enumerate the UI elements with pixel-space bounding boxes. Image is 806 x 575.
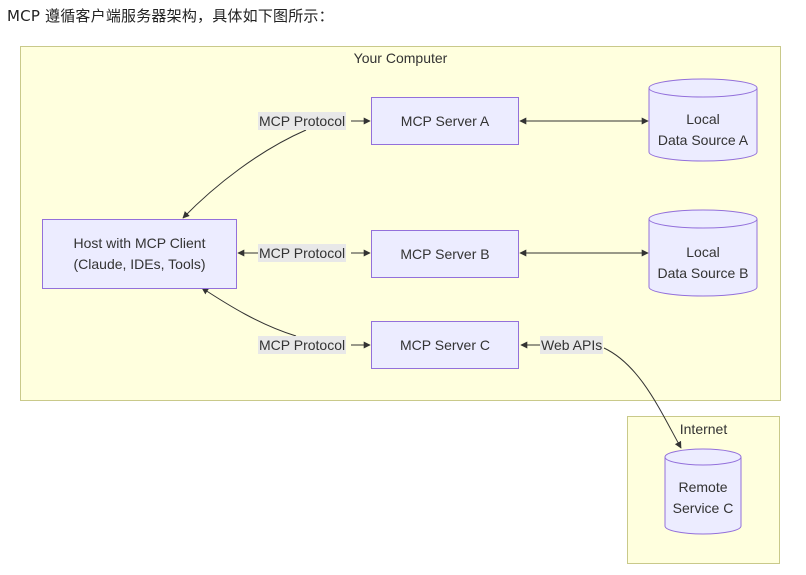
cylinder-local-b bbox=[648, 209, 758, 297]
local-a-label: Local Data Source A bbox=[649, 109, 757, 151]
local-b-line1: Local bbox=[686, 244, 720, 260]
edge-host-server-c bbox=[201, 287, 297, 337]
local-b-line2: Data Source B bbox=[657, 265, 749, 281]
edge-label-protocol-b: MCP Protocol bbox=[258, 244, 347, 262]
intro-text: MCP 遵循客户端服务器架构，具体如下图所示： bbox=[7, 7, 334, 25]
group-title-internet: Internet bbox=[679, 421, 728, 437]
edge-label-web-apis: Web APIs bbox=[540, 336, 604, 354]
group-title-your-computer: Your Computer bbox=[353, 50, 448, 66]
node-mcp-server-a: MCP Server A bbox=[371, 97, 519, 145]
edge-host-server-a bbox=[182, 129, 307, 219]
server-b-label: MCP Server B bbox=[400, 245, 490, 262]
server-a-label: MCP Server A bbox=[400, 112, 490, 129]
local-a-line2: Data Source A bbox=[657, 132, 749, 148]
local-b-label: Local Data Source B bbox=[649, 242, 757, 284]
edge-webapis-to-remote bbox=[603, 347, 682, 449]
host-label-line2: (Claude, IDEs, Tools) bbox=[73, 256, 206, 272]
edge-label-protocol-c: MCP Protocol bbox=[258, 336, 347, 354]
server-c-label: MCP Server C bbox=[400, 336, 490, 353]
node-host-mcp-client: Host with MCP Client (Claude, IDEs, Tool… bbox=[42, 219, 237, 289]
remote-c-line2: Service C bbox=[672, 500, 734, 516]
remote-c-line1: Remote bbox=[678, 479, 728, 495]
node-mcp-server-b: MCP Server B bbox=[371, 230, 519, 278]
remote-c-label: Remote Service C bbox=[665, 477, 741, 519]
node-mcp-server-c: MCP Server C bbox=[371, 321, 519, 369]
host-label-line1: Host with MCP Client bbox=[73, 235, 206, 251]
cylinder-remote-c bbox=[664, 448, 742, 535]
edge-label-protocol-a: MCP Protocol bbox=[258, 112, 347, 130]
cylinder-local-a bbox=[648, 78, 758, 162]
local-a-line1: Local bbox=[686, 111, 720, 127]
